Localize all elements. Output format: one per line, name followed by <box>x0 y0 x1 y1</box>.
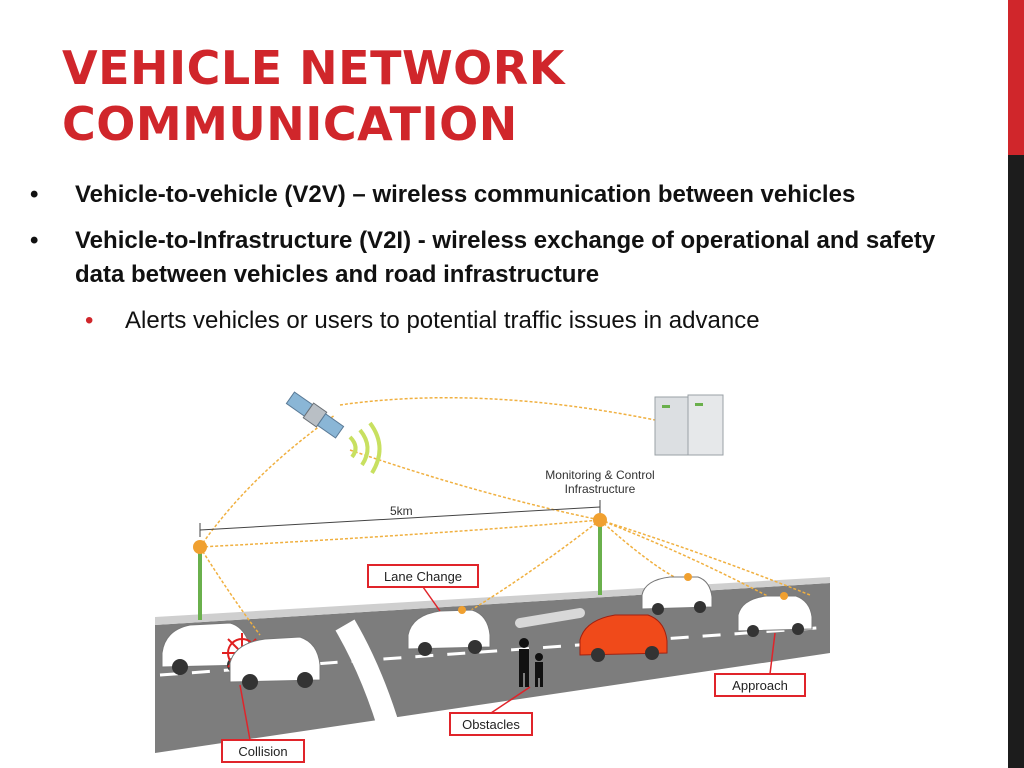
slide-title-line-2: Communication <box>62 97 518 151</box>
lane-change-arrow <box>515 608 585 628</box>
road-divider <box>335 619 411 768</box>
tag-lane-change-text: Lane Change <box>384 569 462 584</box>
car-far-right <box>737 592 813 637</box>
slide-title-line-1: Vehicle Network <box>62 41 565 95</box>
tag-obstacles: Obstacles <box>449 686 533 736</box>
bullet-v2v: • Vehicle-to-vehicle (V2V) – wireless co… <box>30 178 980 212</box>
distance-label: 5km <box>390 504 413 518</box>
bullet-marker: • <box>30 181 39 208</box>
bullet-text-v2i: Vehicle-to-Infrastructure (V2I) - wirele… <box>75 227 936 288</box>
satellite-beam <box>348 421 382 475</box>
bullet-marker: • <box>30 227 39 254</box>
sub-bullet-alerts: • Alerts vehicles or users to potential … <box>30 304 980 338</box>
car-upper-right <box>641 573 713 615</box>
roadside-unit-left <box>193 540 207 554</box>
bullet-v2i: • Vehicle-to-Infrastructure (V2I) - wire… <box>30 224 980 292</box>
sub-bullet-text: Alerts vehicles or users to potential tr… <box>125 307 760 334</box>
tag-obstacles-text: Obstacles <box>462 717 520 732</box>
slide-title: Vehicle Network Communication <box>62 40 962 152</box>
tag-approach-text: Approach <box>732 678 788 693</box>
car-lane-change <box>407 606 491 656</box>
satellite-icon <box>285 391 345 439</box>
tag-approach: Approach <box>714 632 806 697</box>
v2x-diagram: Monitoring & Control Infrastructure 5km <box>155 391 831 768</box>
sidebar-accent-red <box>1008 0 1024 155</box>
sub-bullet-marker: • <box>85 307 94 334</box>
roadside-unit-right <box>593 513 607 527</box>
tag-collision-text: Collision <box>238 744 287 759</box>
car-red <box>579 614 668 662</box>
pedestrians-icon <box>519 638 543 687</box>
server-icon <box>654 394 724 456</box>
car-collision-right <box>229 636 321 690</box>
tag-collision: Collision <box>221 684 305 763</box>
infrastructure-label-2: Infrastructure <box>565 482 636 496</box>
bullet-list: • Vehicle-to-vehicle (V2V) – wireless co… <box>30 178 980 338</box>
distance-line <box>199 506 601 531</box>
tag-lane-change: Lane Change <box>367 564 479 612</box>
bullet-text-v2v: Vehicle-to-vehicle (V2V) – wireless comm… <box>75 181 856 208</box>
sidebar-accent-dark <box>1008 155 1024 768</box>
infrastructure-label-1: Monitoring & Control <box>545 468 654 482</box>
signal-links <box>199 397 811 636</box>
